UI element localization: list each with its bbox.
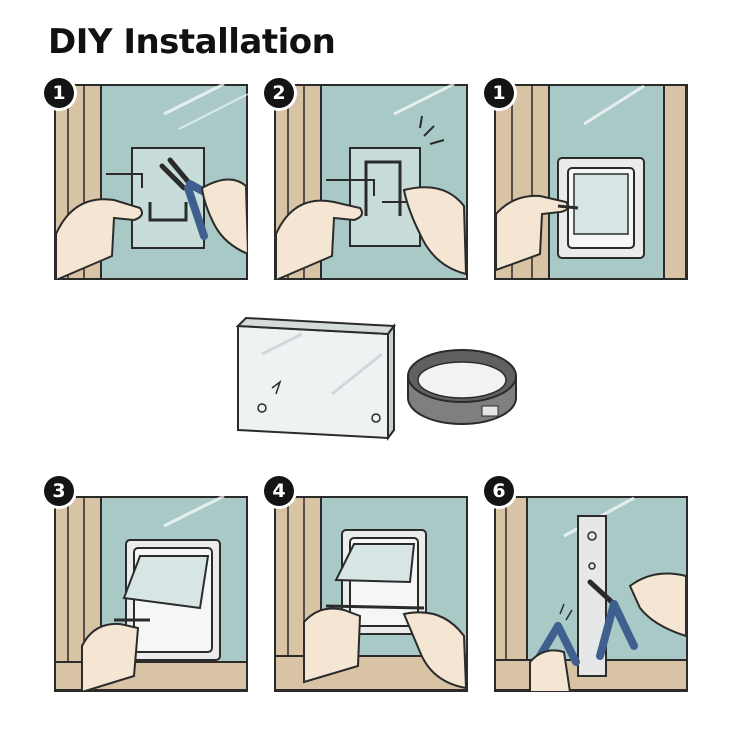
- step-badge: 4: [264, 476, 294, 506]
- hand-icon: [275, 186, 468, 280]
- step-panel-5: 4: [264, 476, 468, 692]
- step-badge: 6: [484, 476, 514, 506]
- hand-icon: [303, 607, 468, 690]
- kit-components: [232, 314, 522, 454]
- step-badge: 1: [44, 78, 74, 108]
- hand-icon: [495, 194, 569, 272]
- sparkle-icon: [419, 115, 445, 145]
- page-title: DIY Installation: [48, 22, 336, 62]
- step-badge: 2: [264, 78, 294, 108]
- step-badge: 1: [484, 78, 514, 108]
- pet-door-flap-icon: [122, 539, 221, 661]
- step-panel-1: 1: [44, 78, 248, 280]
- step-panel-2: 2: [264, 78, 468, 280]
- pet-door-flap-icon: [557, 157, 645, 259]
- hand-icon: [529, 572, 687, 692]
- tunnel-ring-icon: [407, 349, 517, 425]
- glass-panel-icon: [235, 316, 396, 441]
- hand-icon: [81, 622, 140, 692]
- hand-icon: [55, 178, 248, 280]
- step-panel-6: 6: [484, 476, 688, 692]
- step-badge: 3: [44, 476, 74, 506]
- sparkle-icon: [559, 603, 573, 621]
- step-panel-4: 3: [44, 476, 248, 692]
- step-panel-3: 1: [484, 78, 688, 280]
